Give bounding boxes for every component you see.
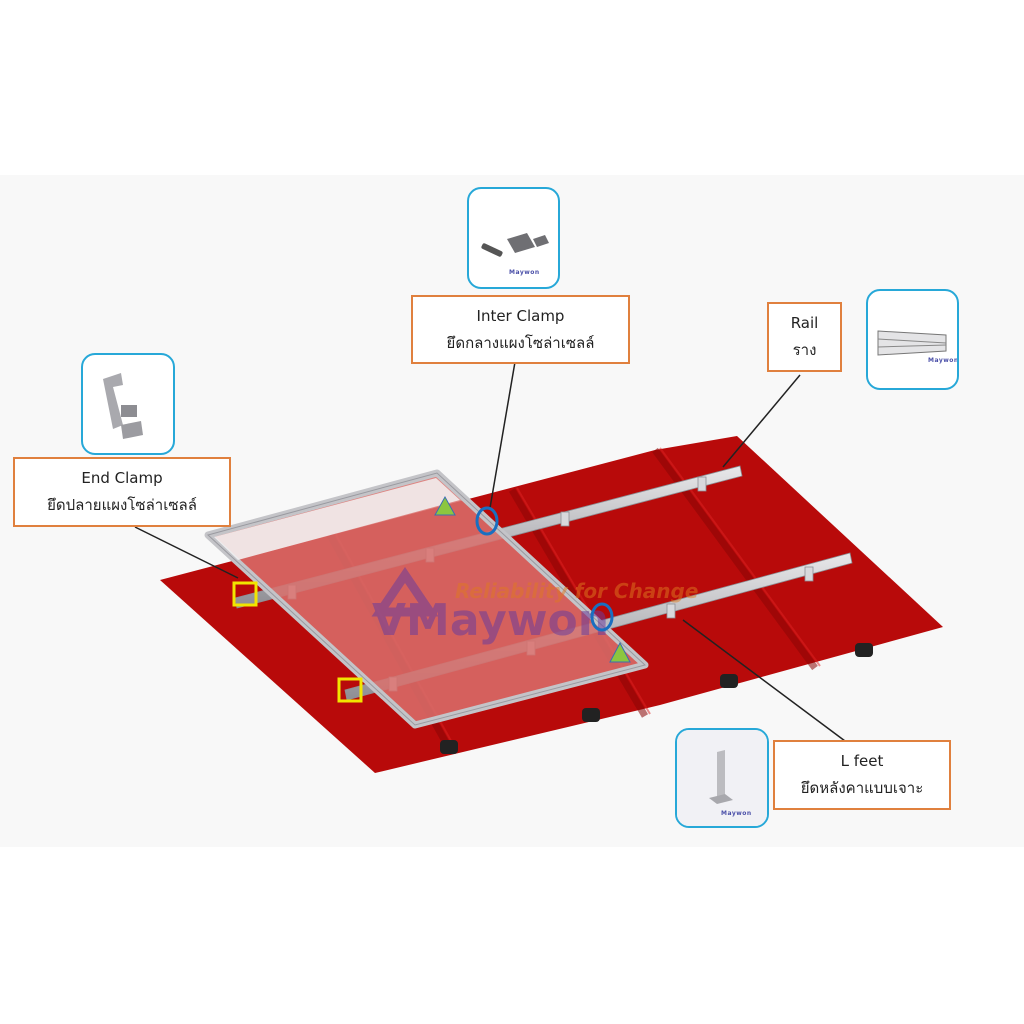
svg-text:Reliability for Change: Reliability for Change	[455, 579, 698, 603]
callout-subtitle: ยึดปลายแผงโซล่าเซลล์	[47, 496, 197, 514]
callout-title: L feet	[840, 752, 884, 770]
end-clamp-part-icon	[103, 373, 143, 439]
callout-title: Rail	[790, 314, 819, 332]
thumb-brand-mark: Maywon	[928, 357, 959, 364]
inter-clamp-photo: Maywon	[467, 187, 560, 289]
rail-photo: Maywon	[866, 289, 959, 390]
end-clamp-photo	[81, 353, 175, 455]
callout-title: End Clamp	[81, 469, 163, 487]
inter-clamp-markers	[475, 506, 614, 632]
svg-text:VMaywon: VMaywon	[372, 595, 609, 646]
rib-end-caps	[440, 643, 873, 754]
callout-subtitle: ยึดหลังคาแบบเจาะ	[800, 779, 924, 797]
triangle-markers	[434, 495, 631, 663]
inter-clamp-callout: Inter Clamp ยึดกลางแผงโซล่าเซลล์	[411, 295, 630, 364]
l-feet-callout: L feet ยึดหลังคาแบบเจาะ	[773, 740, 951, 810]
l-feet-photo: Maywon	[675, 728, 769, 828]
callout-title: Inter Clamp	[476, 306, 565, 325]
leader-lines	[134, 361, 846, 742]
thumb-brand-mark: Maywon	[509, 269, 540, 276]
rail-callout: Rail ราง	[767, 302, 842, 372]
rail-profile-icon	[877, 330, 947, 356]
callout-subtitle: ราง	[792, 341, 817, 359]
inter-clamp-parts-icon	[481, 233, 549, 257]
callout-subtitle: ยึดกลางแผงโซล่าเซลล์	[446, 333, 595, 352]
l-bracket-icon	[677, 730, 767, 826]
maywon-watermark: VMaywon Reliability for Change	[371, 566, 698, 646]
thumb-brand-mark: Maywon	[721, 810, 752, 817]
end-clamp-markers	[232, 581, 363, 703]
end-clamp-callout: End Clamp ยึดปลายแผงโซล่าเซลล์	[13, 457, 231, 527]
